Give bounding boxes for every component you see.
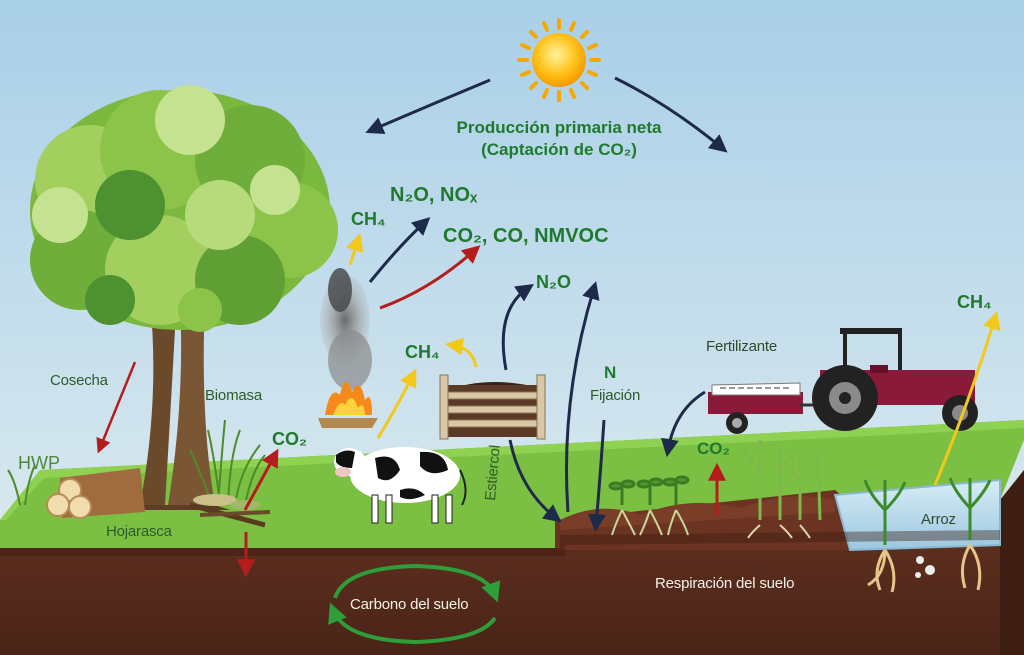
log-pile-icon: [46, 468, 145, 519]
soil-layer: [0, 470, 1024, 655]
crop-plants: [608, 440, 822, 539]
arrow-fixation: [564, 281, 600, 513]
arrow-fertilizer: [661, 390, 706, 458]
tree-icon: [30, 85, 338, 512]
label-hwp: HWP: [18, 453, 60, 473]
arrow-fire-ch4: [346, 233, 364, 266]
title-line-1: Producción primaria neta: [456, 118, 662, 137]
arrow-bin-n2o: [501, 284, 534, 371]
arrow-rice-ch4: [933, 311, 1001, 486]
label-cosecha: Cosecha: [50, 372, 108, 389]
arrow-fire-co2: [379, 245, 481, 310]
arrow-bin-ch4: [444, 337, 478, 368]
label-ch4-cow: CH₄: [405, 342, 440, 362]
label-arroz: Arroz: [921, 511, 956, 528]
label-respiracion: Respiración del suelo: [655, 575, 795, 592]
sun-arrow-right: [614, 76, 728, 153]
label-fijacion: Fijación: [590, 387, 641, 404]
arrow-cow-ch4: [376, 368, 417, 439]
soil-carbon-cycle-icon: [328, 563, 501, 645]
title-line-2: (Captación de CO₂): [481, 140, 637, 159]
arrow-litter-co2: [243, 448, 279, 511]
label-biomasa: Biomasa: [205, 387, 262, 404]
arrow-fixation-down: [587, 419, 606, 533]
tractor-icon: [708, 328, 978, 434]
label-co2-co-nmvoc: CO₂, CO, NMVOC: [443, 225, 609, 247]
compost-bin-icon: [439, 374, 546, 440]
sun-arrow-left: [365, 78, 491, 134]
litter-branches: [189, 494, 271, 528]
label-hojarasca: Hojarasca: [106, 523, 172, 540]
arrow-fire-n2o: [368, 217, 431, 283]
sun-icon: [517, 18, 601, 102]
title-block: Producción primaria neta (Captación de C…: [418, 117, 700, 161]
label-ch4-fire: CH₄: [351, 209, 386, 229]
label-fertilizante: Fertilizante: [706, 338, 777, 355]
cow-icon: [334, 447, 467, 524]
label-carbono: Carbono del suelo: [350, 596, 469, 613]
label-co2-litter: CO₂: [272, 429, 307, 449]
fire-icon: [318, 268, 378, 428]
arrow-harvest: [96, 361, 137, 454]
label-ch4-rice: CH₄: [957, 292, 992, 312]
arrow-manure: [508, 439, 562, 523]
rice-plant-icon: [863, 477, 992, 593]
label-n: N: [604, 363, 617, 382]
label-n2o-nox: N₂O, NOₓ: [390, 184, 478, 206]
label-n2o-manure: N₂O: [536, 272, 571, 292]
label-co2-soil: CO₂: [697, 439, 731, 458]
